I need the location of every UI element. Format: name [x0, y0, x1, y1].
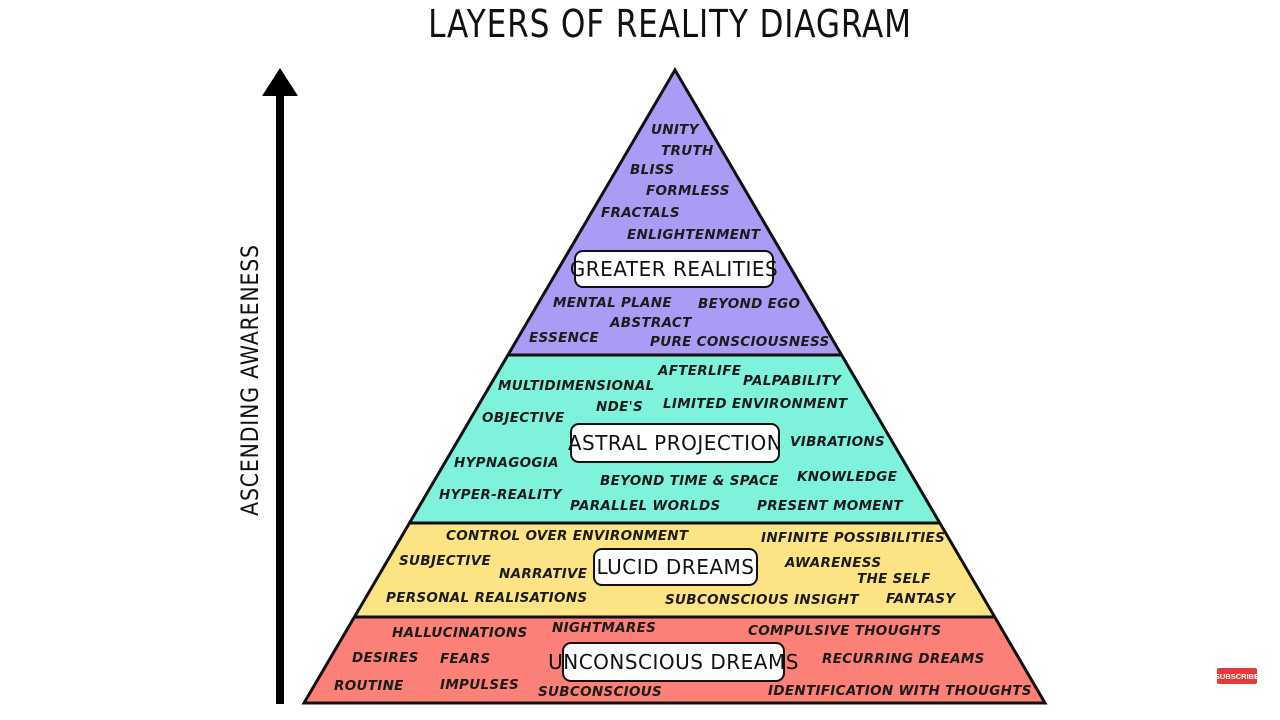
term-ndes: NDE'S — [596, 399, 644, 415]
awareness-arrow — [276, 92, 284, 704]
term-fantasy: FANTASY — [886, 591, 956, 607]
layer-label-unconscious-dreams: UNCONSCIOUS DREAMS — [548, 642, 798, 682]
arrow-head-icon — [262, 68, 298, 96]
term-afterlife: AFTERLIFE — [658, 363, 742, 379]
term-parallel-worlds: PARALLEL WORLDS — [570, 498, 721, 514]
term-present-moment: PRESENT MOMENT — [757, 498, 903, 514]
term-desires: DESIRES — [352, 650, 419, 666]
term-infinite-possibilities: INFINITE POSSIBILITIES — [761, 530, 946, 546]
term-abstract: ABSTRACT — [610, 315, 692, 331]
term-compulsive-thoughts: COMPULSIVE THOUGHTS — [748, 623, 942, 639]
term-nightmares: NIGHTMARES — [552, 620, 657, 636]
term-truth: TRUTH — [661, 143, 714, 159]
term-fears: FEARS — [440, 651, 491, 667]
layer-label-lucid-dreams: LUCID DREAMS — [593, 548, 758, 586]
term-limited-environment: LIMITED ENVIRONMENT — [663, 396, 848, 412]
term-hallucinations: HALLUCINATIONS — [392, 625, 528, 641]
term-subjective: SUBJECTIVE — [399, 553, 492, 569]
term-the-self: THE SELF — [857, 571, 931, 587]
term-identification-with-thoughts: IDENTIFICATION WITH THOUGHTS — [768, 683, 1032, 699]
term-essence: ESSENCE — [529, 330, 599, 346]
diagram-title: LAYERS OF REALITY DIAGRAM — [428, 2, 912, 46]
term-hyper-reality: HYPER-REALITY — [439, 487, 562, 503]
term-palpability: PALPABILITY — [743, 373, 842, 389]
term-mental-plane: MENTAL PLANE — [553, 295, 672, 311]
term-bliss: BLISS — [630, 162, 675, 178]
term-personal-realisations: PERSONAL REALISATIONS — [386, 590, 588, 606]
term-subconscious-insight: SUBCONSCIOUS INSIGHT — [665, 592, 859, 608]
term-beyond-ego: BEYOND EGO — [698, 296, 801, 312]
term-hypnagogia: HYPNAGOGIA — [454, 455, 559, 471]
term-routine: ROUTINE — [334, 678, 404, 694]
term-impulses: IMPULSES — [440, 677, 519, 693]
term-subconscious: SUBCONSCIOUS — [538, 684, 663, 700]
term-awareness: AWARENESS — [785, 555, 882, 571]
subscribe-button[interactable]: SUBSCRIBE — [1215, 668, 1259, 684]
layer-label-greater-realities: GREATER REALITIES — [570, 250, 778, 288]
term-unity: UNITY — [651, 122, 699, 138]
term-pure-consciousness: PURE CONSCIOUSNESS — [650, 334, 830, 350]
term-enlightenment: ENLIGHTENMENT — [627, 227, 761, 243]
term-beyond-time-space: BEYOND TIME & SPACE — [600, 473, 779, 489]
term-control-over-environment: CONTROL OVER ENVIRONMENT — [446, 528, 689, 544]
term-formless: FORMLESS — [646, 183, 730, 199]
pyramid-outline — [301, 67, 1048, 705]
term-knowledge: KNOWLEDGE — [797, 469, 898, 485]
term-vibrations: VIBRATIONS — [790, 434, 886, 450]
term-objective: OBJECTIVE — [482, 410, 565, 426]
term-multidimensional: MULTIDIMENSIONAL — [498, 378, 655, 394]
layer-label-astral-projection: ASTRAL PROJECTION — [568, 423, 782, 463]
term-narrative: NARRATIVE — [499, 566, 588, 582]
term-recurring-dreams: RECURRING DREAMS — [822, 651, 985, 667]
term-fractals: FRACTALS — [601, 205, 680, 221]
